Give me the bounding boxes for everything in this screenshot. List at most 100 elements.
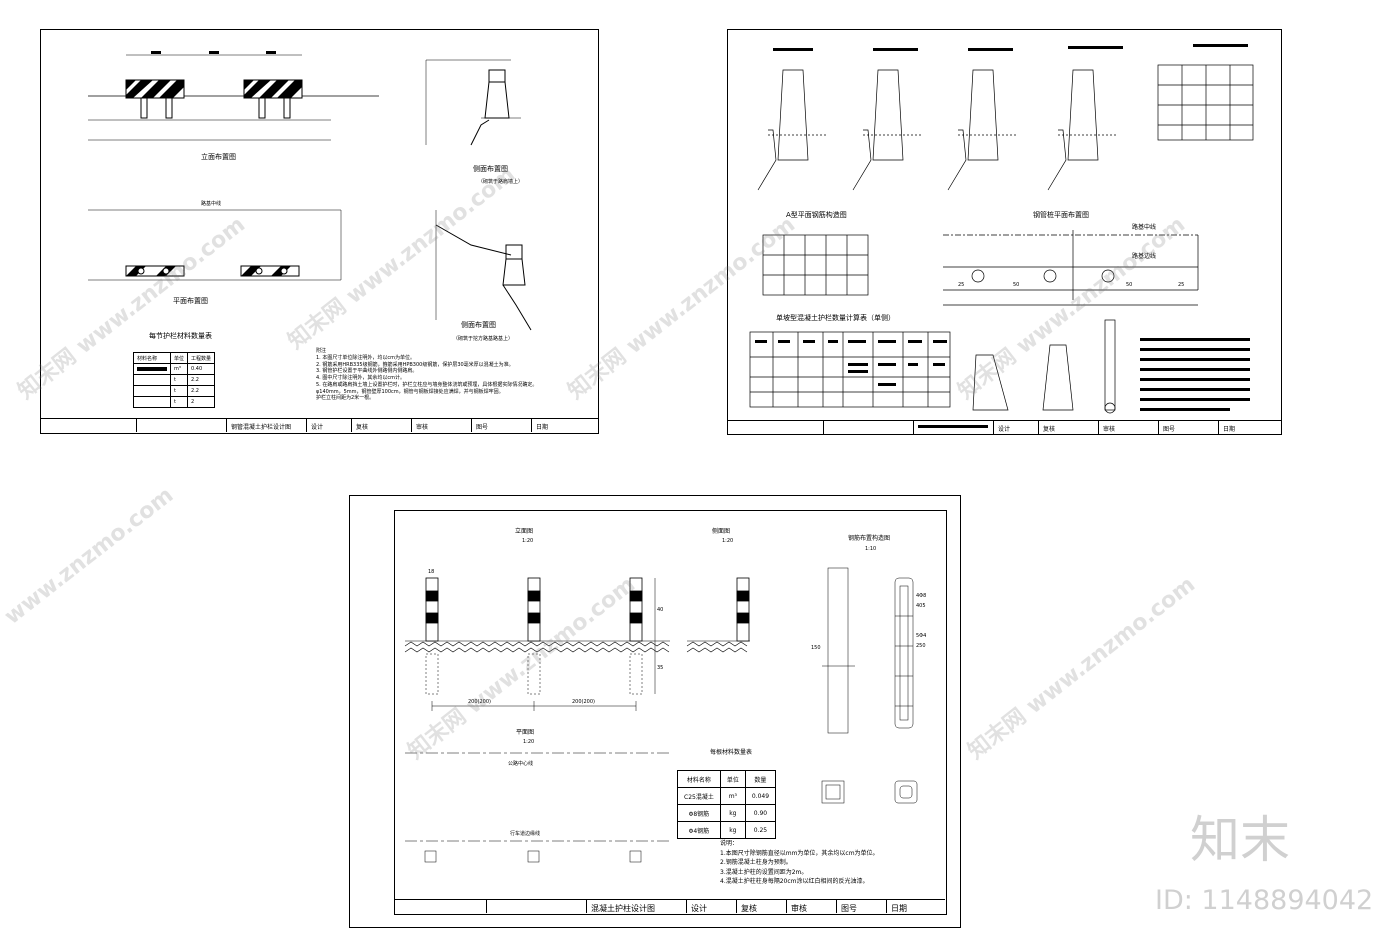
- road-center-label: 路基中线: [201, 201, 222, 207]
- note-line: 1. 本图尺寸单位除注明外，均以cm为单位。: [316, 354, 415, 361]
- title-block-cell: 日期: [531, 419, 598, 432]
- table-cell: C25混凝土: [677, 787, 721, 805]
- watermark-text: www.znzmo.com: [0, 482, 179, 630]
- side-view-title-1: 侧面布置图: [473, 165, 508, 173]
- sheet1-linework: [88, 51, 532, 331]
- notes-block: 附注 1. 本图尺寸单位除注明外，均以cm为单位。 2. 钢筋采用HRB335级…: [316, 348, 537, 402]
- rebar-height-dim: 150: [811, 645, 821, 651]
- table-cell: kg: [719, 804, 746, 822]
- title-block: 设计 复核 审核 图号 日期: [728, 420, 1281, 434]
- table-header-cell: 单位: [719, 770, 746, 788]
- table-cell: [133, 363, 171, 375]
- table-cell: 2.2: [187, 374, 216, 386]
- dim-label: 50: [1126, 282, 1133, 288]
- title-block-cell: 设计: [306, 419, 351, 432]
- table-cell: 0.90: [744, 804, 777, 822]
- note-line: 4. 图中尺寸除注明外，其余均以cm计。: [316, 375, 405, 381]
- table-header-cell: 数量: [744, 770, 777, 788]
- brand-logo: 知末: [1190, 811, 1290, 869]
- table-header-cell: 材料名称: [677, 770, 721, 788]
- table-cell: 2.2: [187, 385, 216, 397]
- brand-id: ID: 1148894042: [1155, 885, 1374, 916]
- table-header-cell: 工程数量: [187, 352, 216, 364]
- table-cell: m³: [719, 787, 746, 805]
- table-cell: t: [169, 396, 189, 408]
- title-block: 混凝土护柱设计图 设计 复核 审核 图号 日期: [394, 899, 945, 913]
- notes-block: 说明： 1.本图尺寸除钢筋直径以mm为单位，其余均以cm为单位。 2.钢筋混凝土…: [720, 839, 879, 887]
- title-block-cell: 图号: [471, 419, 531, 432]
- post-height-above-dim: 40: [657, 607, 664, 613]
- note-line: 3.混凝土护柱的设置间距为2m。: [720, 868, 808, 876]
- span-dim: 200(200): [572, 699, 595, 705]
- drawing-name: [913, 421, 993, 434]
- elevation-title: 立面布置图: [201, 153, 236, 161]
- drawing-sheet-concrete-barrier: A型平面钢筋构造图 钢管桩平面布置图 路基中线 路基边线 25 50 50 25…: [727, 29, 1282, 435]
- notes-label: 说明：: [720, 840, 739, 847]
- table-cell: 2: [187, 396, 216, 408]
- drawing-name: 钢管混凝土护栏设计图: [226, 419, 306, 432]
- note-line: φ140mm，5mm，钢管壁厚100cm，钢管与钢板焊接处应满焊，并与钢板焊牢固…: [316, 388, 504, 395]
- side-view-note-2: （砌筑于挖方路基路基上）: [453, 336, 514, 342]
- title-block-cell: 审核: [786, 900, 836, 913]
- elevation-scale: 1:20: [522, 538, 534, 544]
- sheet2-linework: [749, 44, 1254, 428]
- side-view-title: 侧面图: [712, 528, 731, 535]
- note-line: 4.混凝土护柱柱身每隔20cm涂以红白相间的反光油漆。: [720, 878, 869, 886]
- table-cell: Φ4钢筋: [677, 821, 721, 839]
- rebar-layout-scale: 1:10: [865, 546, 877, 552]
- rebar-plan-title: A型平面钢筋构造图: [786, 211, 847, 219]
- table-cell: Φ8钢筋: [677, 804, 721, 822]
- title-block-cell: [728, 421, 823, 434]
- table-cell: 0.25: [744, 821, 777, 839]
- title-block-cell: 复核: [351, 419, 411, 432]
- table-cell: t: [169, 385, 189, 397]
- title-block-cell: [486, 900, 586, 913]
- dim-label: 25: [1178, 282, 1185, 288]
- table-row: Φ4钢筋 kg 0.25: [677, 821, 777, 839]
- watermark-text: 知末网 www.znzmo.com: [963, 572, 1201, 765]
- title-block-cell: 审核: [411, 419, 471, 432]
- title-block: 钢管混凝土护栏设计图 设计 复核 审核 图号 日期: [41, 418, 598, 432]
- table-cell: [133, 396, 171, 408]
- table-cell: m³: [169, 363, 189, 375]
- title-block-cell: 日期: [886, 900, 945, 913]
- drawing-sheet-concrete-post: 立面图 1:20 侧面图 1:20 钢筋布置构造图 1:10 18 40 35 …: [349, 495, 961, 928]
- table-header-row: 材料名称 单位 工程数量: [133, 352, 216, 364]
- road-center-label: 公路中心线: [508, 761, 534, 767]
- title-block-cell: 审核: [1098, 421, 1158, 434]
- note-line: 2.钢筋混凝土柱身为预制。: [720, 859, 792, 867]
- title-block-cell: [394, 900, 486, 913]
- table-cell: [133, 385, 171, 397]
- title-block-cell: [823, 421, 913, 434]
- quantity-table-title: 单坡型混凝土护栏数量计算表（单侧）: [776, 314, 895, 322]
- side-view-note-1: （砌筑于路肩墙上）: [478, 179, 524, 185]
- inner-frame: [394, 510, 947, 915]
- table-header-cell: 材料名称: [133, 352, 171, 364]
- material-table: 材料名称 单位 数量 C25混凝土 m³ 0.049 Φ8钢筋 kg 0.90 …: [677, 770, 777, 839]
- dim-label: 50: [1013, 282, 1020, 288]
- note-line: 1.本图尺寸除钢筋直径以mm为单位，其余均以cm为单位。: [720, 849, 879, 857]
- plan-title: 平面图: [516, 729, 535, 736]
- side-view-scale: 1:20: [722, 538, 734, 544]
- title-block-cell: [136, 419, 226, 432]
- note-line: 5. 在路肩或路肩挡土墙上设置护栏时，护栏立柱应与墙身整体浇筑或预埋，具体根据实…: [316, 381, 538, 388]
- material-table-title: 每节护栏材料数量表: [149, 332, 212, 340]
- title-block-cell: 复核: [736, 900, 786, 913]
- road-center-label: 路基中线: [1132, 224, 1157, 231]
- lane-edge-label: 行车道边缘线: [510, 831, 541, 837]
- table-cell: t: [169, 374, 189, 386]
- plan-title: 平面布置图: [173, 297, 208, 305]
- post-height-below-dim: 35: [657, 665, 664, 671]
- table-cell: kg: [719, 821, 746, 839]
- table-header-row: 材料名称 单位 数量: [677, 770, 777, 788]
- title-block-cell: 复核: [1038, 421, 1098, 434]
- dim-label: 25: [958, 282, 965, 288]
- span-dim: 200(200): [468, 699, 491, 705]
- notes-label: 附注: [316, 348, 327, 354]
- title-block-cell: [41, 419, 136, 432]
- table-cell: [133, 374, 171, 386]
